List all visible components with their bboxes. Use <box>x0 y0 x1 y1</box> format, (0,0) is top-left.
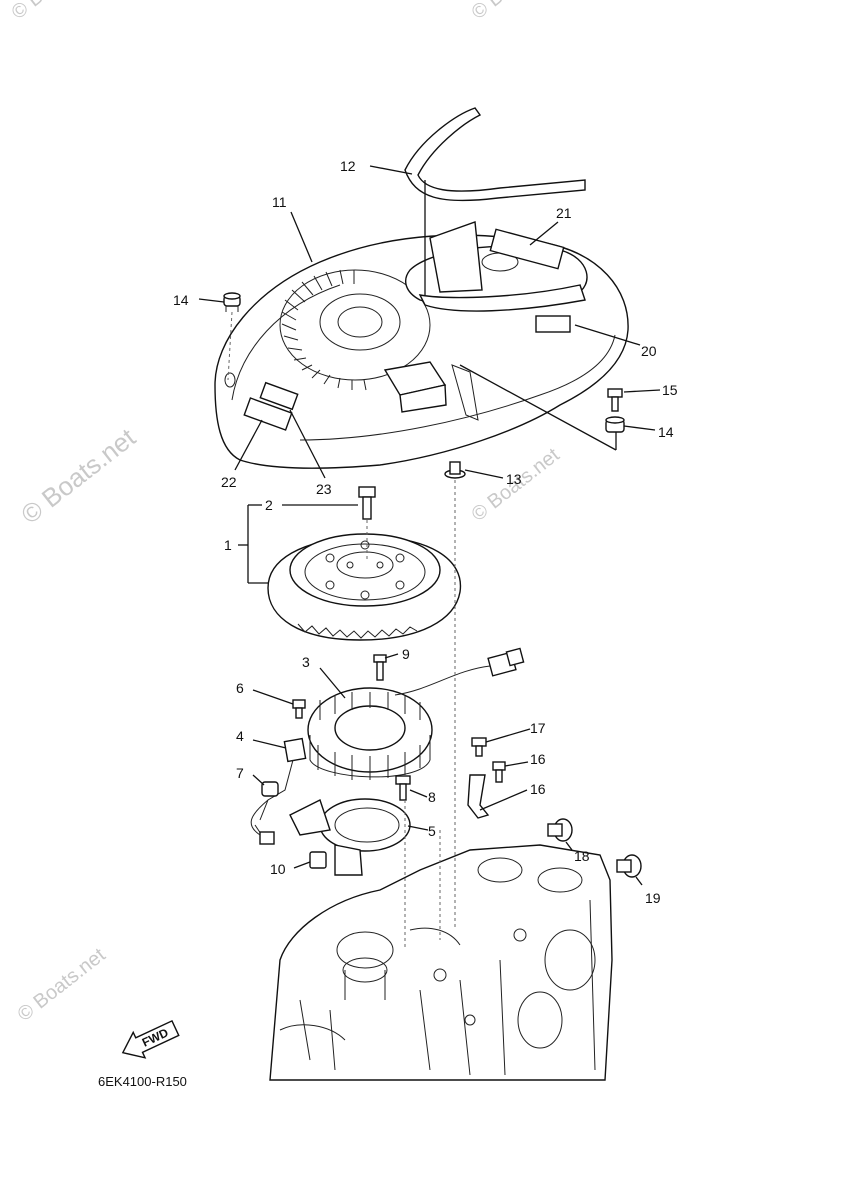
diagram-code: 6EK4100-R150 <box>98 1074 187 1089</box>
flywheel-cover <box>214 228 629 469</box>
bolt-2 <box>358 486 376 520</box>
callout-19: 17 <box>530 720 546 736</box>
callout-15: 15 <box>662 382 678 398</box>
bolt-15 <box>607 388 623 412</box>
watermark-left: © Boats.net <box>15 422 141 530</box>
callout-12: 12 <box>340 158 356 174</box>
screw-9 <box>373 654 387 681</box>
callout-14-right: 14 <box>658 424 674 440</box>
callout-10: 10 <box>270 861 286 877</box>
bracket-17 <box>467 774 490 819</box>
callout-8: 8 <box>428 789 436 805</box>
grommet-16-b <box>616 854 642 878</box>
callout-2: 2 <box>265 497 273 513</box>
stator-base <box>254 798 411 876</box>
callout-4: 4 <box>236 728 244 744</box>
callout-23: 23 <box>316 481 332 497</box>
engine-block <box>269 844 613 1081</box>
seal-strip <box>404 107 586 312</box>
flywheel <box>267 533 462 641</box>
wire-lead <box>250 799 275 845</box>
grommet-16-a <box>547 818 573 842</box>
callout-5: 5 <box>428 823 436 839</box>
callout-9: 9 <box>402 646 410 662</box>
connector-plug <box>487 647 525 677</box>
callout-21: 21 <box>556 205 572 221</box>
collar-13 <box>444 461 466 479</box>
pulser-coil <box>259 737 307 821</box>
leader-lines <box>198 165 661 886</box>
coil-holder <box>261 781 279 797</box>
callout-22: 22 <box>221 474 237 490</box>
callout-7: 7 <box>236 765 244 781</box>
grommet-14-left <box>223 292 241 312</box>
callout-16-b: 19 <box>645 890 661 906</box>
fwd-arrow: FWD <box>121 1019 180 1059</box>
callout-13: 13 <box>506 471 522 487</box>
screw-18 <box>492 761 506 783</box>
callout-20: 20 <box>641 343 657 359</box>
screw-8 <box>395 775 411 801</box>
callout-16-a: 18 <box>574 848 590 864</box>
callout-6: 6 <box>236 680 244 696</box>
grommet-14-right <box>605 416 625 433</box>
callout-1: 1 <box>224 537 232 553</box>
watermark-top-mid: © Boats.net <box>468 0 564 24</box>
connector-10 <box>309 851 327 869</box>
watermark-top-left: © Boats.net <box>8 0 104 24</box>
callout-17: 16 <box>530 781 546 797</box>
callout-labels: 12 11 14 21 20 15 14 13 22 23 2 1 9 3 6 … <box>173 158 678 906</box>
stator <box>307 665 491 780</box>
watermark-lower: © Boats.net <box>14 944 110 1026</box>
callout-14-left: 14 <box>173 292 189 308</box>
screw-6 <box>292 699 306 719</box>
callout-11: 11 <box>272 194 287 210</box>
assembly-lines <box>227 311 456 950</box>
screw-19 <box>471 737 487 757</box>
callout-3: 3 <box>302 654 310 670</box>
callout-18: 16 <box>530 751 546 767</box>
